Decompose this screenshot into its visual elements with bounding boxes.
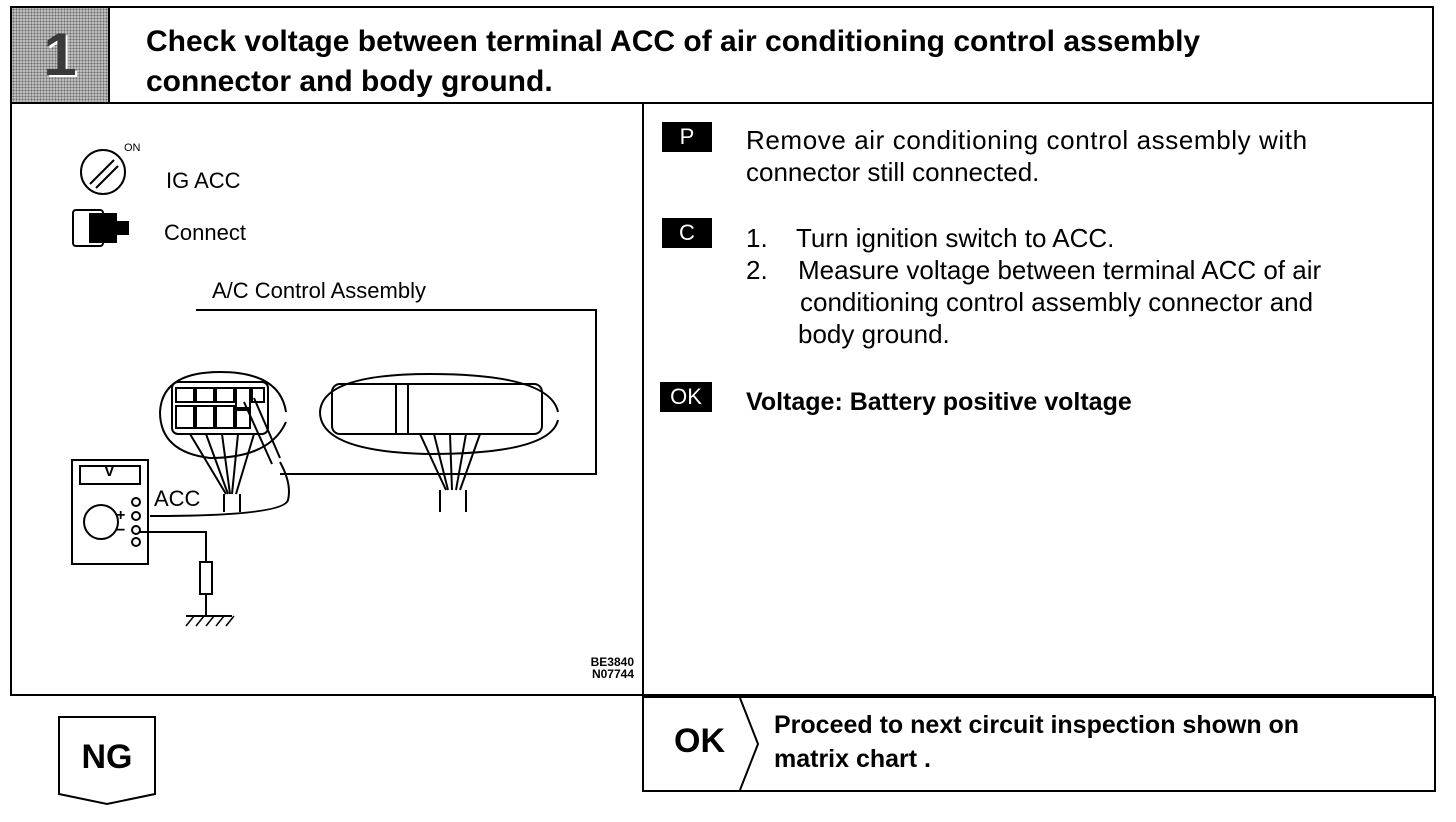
ok-chevron-icon [739,698,760,790]
ng-badge [58,716,156,806]
meter-label: V [104,463,115,480]
ignition-on-label: ON [124,142,141,154]
ok-instruction-line1: Proceed to next circuit inspection shown… [774,711,1300,739]
step-c-item-1-num: 1. [746,223,768,253]
ok-outcome-box: OK Proceed to next circuit inspection sh… [642,696,1436,792]
step-c-item-2-line2: conditioning control assembly connector … [800,287,1314,317]
step-c-item-1: 1. Turn ignition switch to ACC. [746,222,1426,254]
step-header: 1 Check voltage between terminal ACC of … [10,6,1434,104]
figure-code: BE3840 N07744 [560,656,634,680]
step-c-list: 1. Turn ignition switch to ACC. 2. Measu… [746,222,1426,350]
ng-label: NG [81,738,133,776]
ok-instruction-line2: matrix chart . [774,745,932,773]
ground-lead [140,531,232,617]
wiring-diagram [71,149,597,627]
step-number-box: 1 [12,8,110,102]
step-number: 1 [43,21,77,88]
ok-instruction: Proceed to next circuit inspection shown… [774,708,1394,776]
ignition-switch-icon [80,149,126,195]
steps-panel [642,102,1434,696]
tag-c: C [662,218,712,248]
connector-icon [72,209,129,247]
step-p-text: Remove air conditioning control assembly… [746,124,1418,188]
step-c-item-2-num: 2. [746,255,768,285]
step-title: Check voltage between terminal ACC of ai… [146,22,1416,102]
wire-bundle-left [189,433,255,512]
panel-divider [642,102,644,696]
step-c-item-1-line1: Turn ignition switch to ACC. [796,223,1115,253]
plus-sign: + [116,507,126,524]
step-c-item-2-line1: Measure voltage between terminal ACC of … [798,255,1322,285]
step-title-line2: connector and body ground. [146,65,553,98]
terminal-label: ACC [154,486,201,511]
figure-code-1: BE3840 [590,655,634,669]
ok-spec: Voltage: Battery positive voltage [746,388,1132,416]
test-probe [149,397,290,517]
tag-p: P [662,122,712,152]
connector-label: Connect [164,220,246,245]
step-title-line1: Check voltage between terminal ACC of ai… [146,25,1201,58]
step-c-item-2-line3: body ground. [798,319,950,349]
step-c-item-2: 2. Measure voltage between terminal ACC … [746,254,1426,350]
minus-sign: − [116,522,126,539]
step-p-line1: Remove air conditioning control assembly… [746,125,1308,155]
ok-label: OK [674,722,725,760]
wire-bundle-right [419,433,481,512]
ignition-label: IG ACC [166,168,241,193]
figure-code-2: N07744 [591,667,634,681]
ground-symbol-icon [185,615,235,627]
tag-ok: OK [660,382,712,412]
assembly-label: A/C Control Assembly [212,278,426,303]
connector-right [319,372,559,456]
voltmeter-icon [71,459,149,565]
step-p-line2: connector still connected. [746,157,1040,187]
